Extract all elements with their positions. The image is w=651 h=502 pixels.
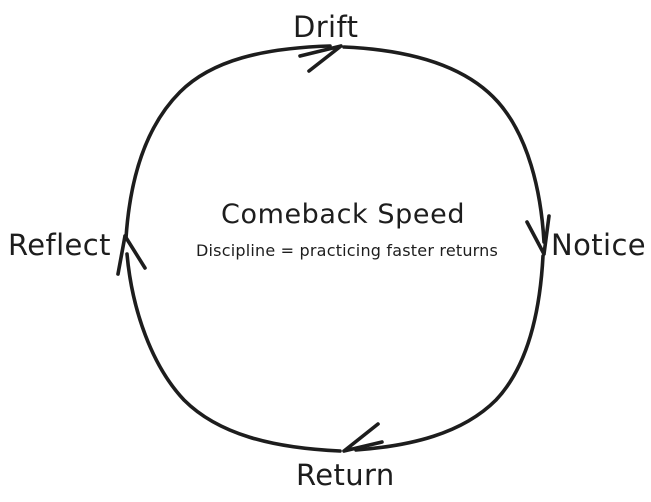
diagram-subtitle: Discipline = practicing faster returns (196, 241, 499, 260)
arrowhead-reflect-icon (116, 234, 147, 276)
edge-notice-to-return (354, 254, 545, 452)
edge-return-to-reflect (125, 252, 342, 453)
edge-reflect-to-drift (124, 44, 332, 240)
diagram-title: Comeback Speed (221, 199, 466, 230)
arrowhead-drift-icon (298, 44, 343, 73)
arrowhead-return-icon (342, 422, 384, 453)
node-label-drift: Drift (293, 10, 359, 44)
node-label-reflect: Reflect (8, 228, 111, 262)
edge-drift-to-notice (342, 45, 546, 244)
arrowhead-notice-icon (525, 214, 551, 256)
node-label-notice: Notice (551, 228, 647, 262)
node-label-return: Return (296, 458, 395, 492)
